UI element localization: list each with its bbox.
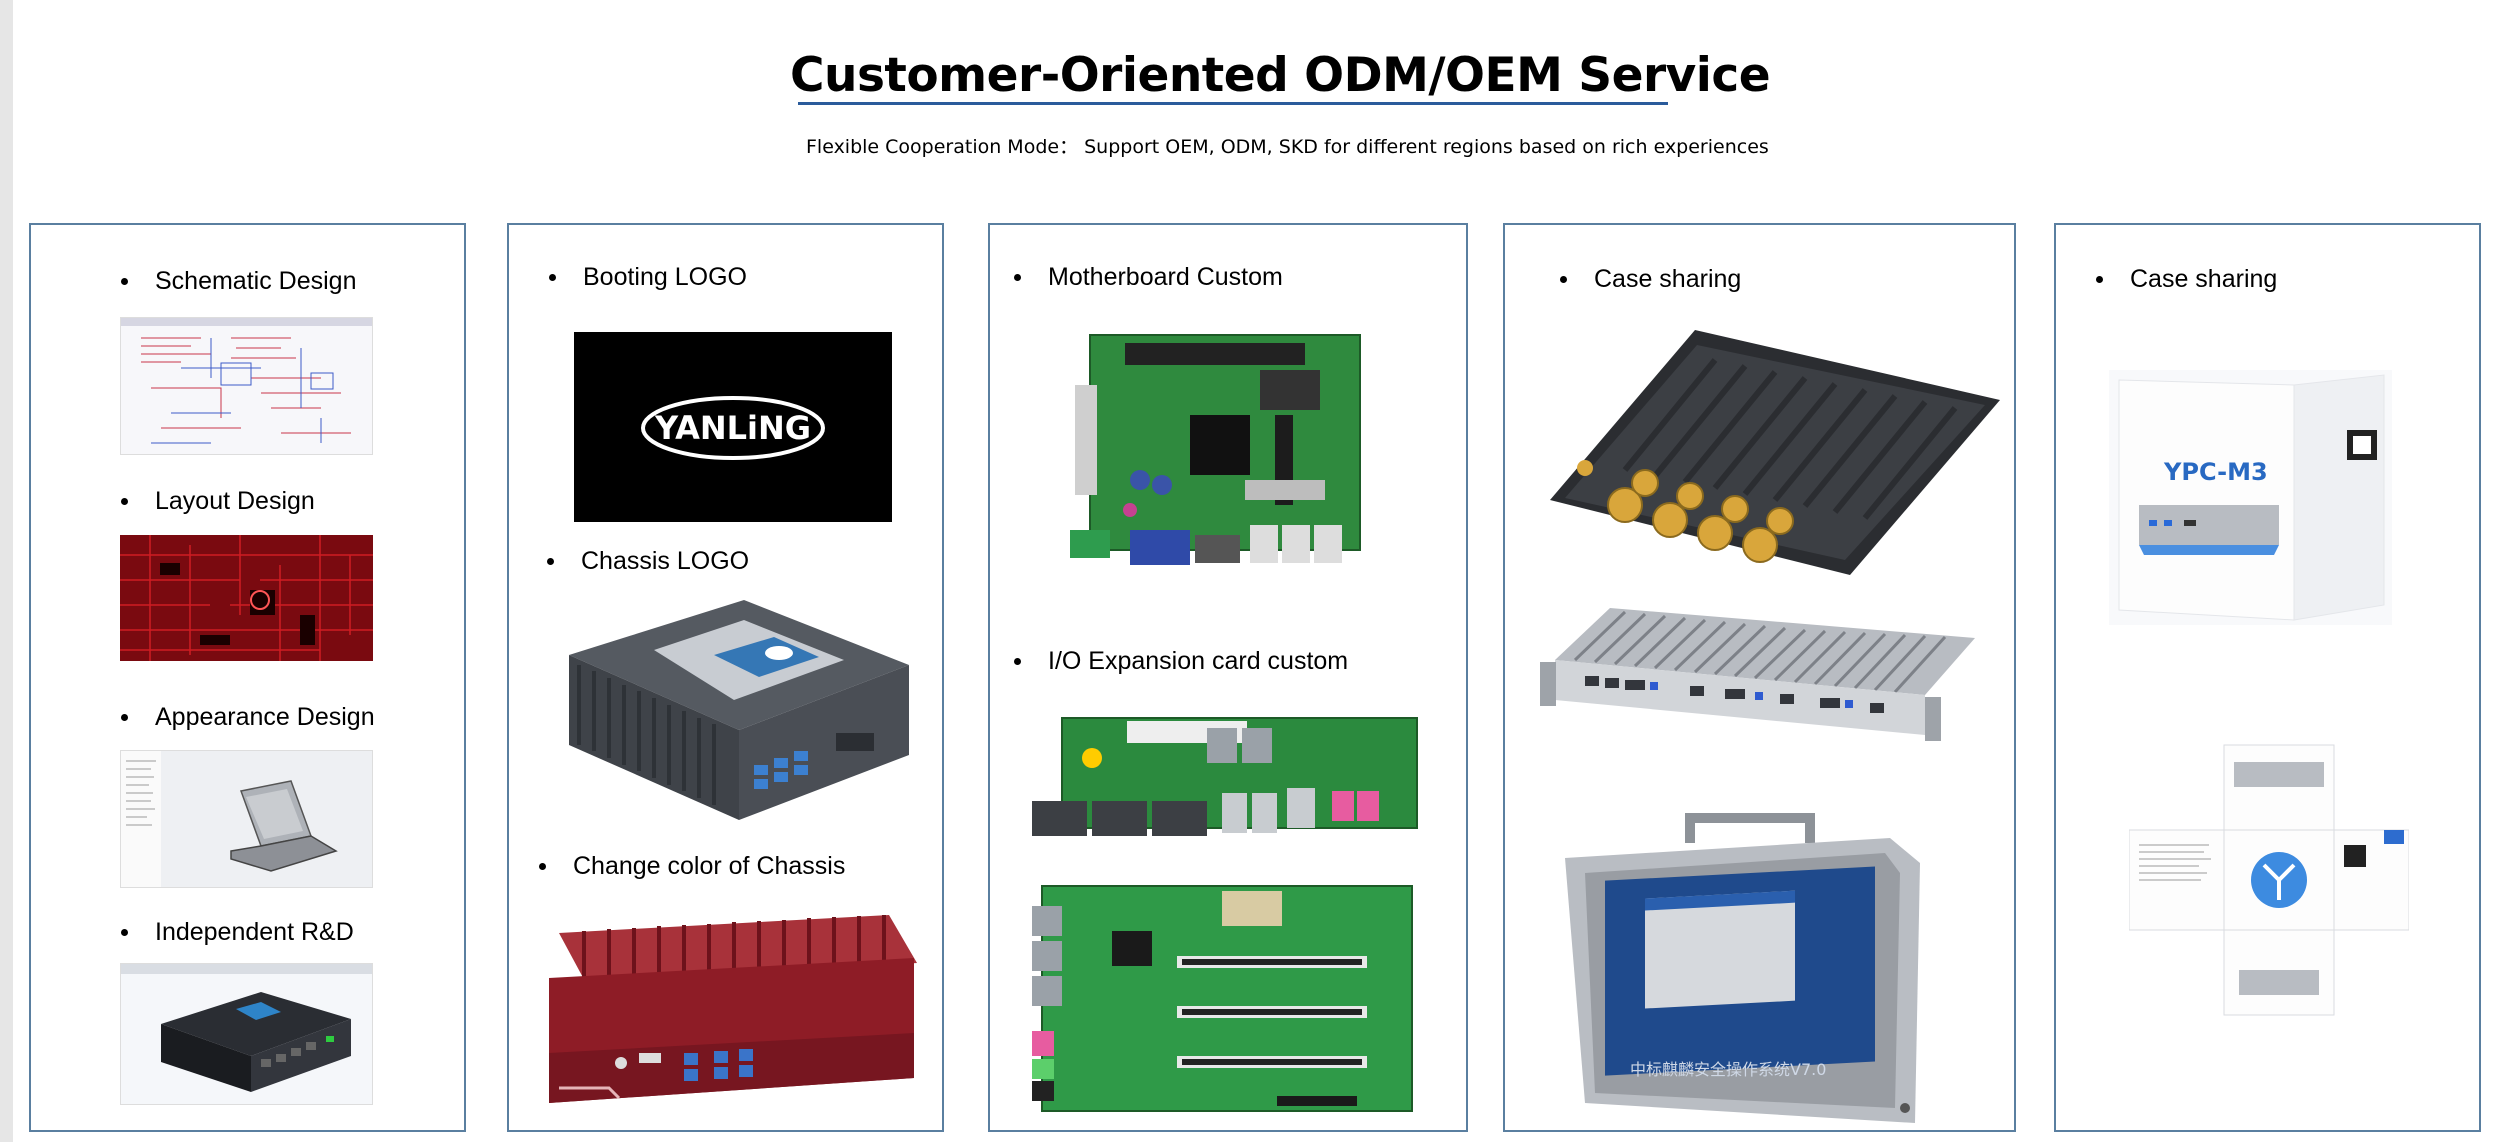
yanling-logo-text: YANLiNG (654, 409, 811, 447)
bullet-booting-logo: Booting LOGO (549, 263, 747, 292)
layout-design-image (120, 535, 373, 661)
panel-case-sharing-2: Case sharing YPC-M3 (2054, 223, 2481, 1132)
schematic-design-image (120, 317, 373, 455)
bullet-change-chassis-color: Change color of Chassis (539, 852, 845, 881)
panel-logo-services: Booting LOGO YANLiNG Chassis LOGO Change… (507, 223, 944, 1132)
pci-expansion-board-image (1032, 881, 1417, 1116)
bullet-layout-design: Layout Design (121, 487, 315, 516)
portable-industrial-pc-image: 中标麒麟安全操作系统V7.0 (1560, 803, 1925, 1128)
page-subtitle: Flexible Cooperation Mode： Support OEM, … (806, 136, 1769, 158)
product-box-image: YPC-M3 (2109, 370, 2392, 625)
bullet-case-sharing-1: Case sharing (1560, 265, 1741, 294)
bullet-schematic-design: Schematic Design (121, 267, 356, 296)
page-title: Customer-Oriented ODM/OEM Service (790, 48, 1771, 103)
bullet-case-sharing-2: Case sharing (2096, 265, 2277, 294)
bullet-chassis-logo: Chassis LOGO (547, 547, 749, 576)
os-caption-text: 中标麒麟安全操作系统V7.0 (1630, 1060, 1826, 1079)
booting-logo-image: YANLiNG (574, 332, 892, 522)
independent-rd-image (120, 963, 373, 1105)
appearance-design-image (120, 750, 373, 888)
motherboard-image (1070, 325, 1375, 570)
rackmount-pc-image (1540, 600, 1980, 760)
bullet-appearance-design: Appearance Design (121, 703, 375, 732)
bullet-motherboard-custom: Motherboard Custom (1014, 263, 1283, 292)
bullet-independent-rd: Independent R&D (121, 918, 354, 947)
panel-design-services: Schematic Design Layout Design (29, 223, 466, 1132)
red-chassis-image (539, 903, 924, 1123)
box-label-text: YPC-M3 (2163, 458, 2268, 486)
title-underline (798, 102, 1668, 105)
left-edge-strip (0, 0, 13, 1142)
io-expansion-card-image (1032, 713, 1422, 843)
panel-board-customization: Motherboard Custom I/O Expansion card cu… (988, 223, 1468, 1132)
rugged-box-pc-image (1545, 320, 2005, 585)
bullet-io-expansion-custom: I/O Expansion card custom (1014, 647, 1348, 676)
panel-case-sharing-1: Case sharing (1503, 223, 2016, 1132)
chassis-logo-image (564, 595, 914, 830)
box-dieline-image (2129, 740, 2409, 1020)
